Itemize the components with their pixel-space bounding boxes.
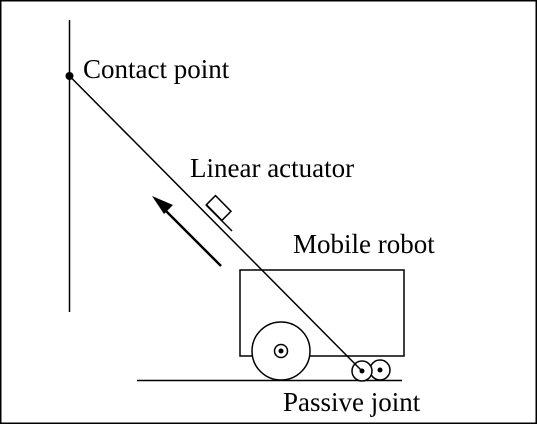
large-wheel: [251, 321, 311, 381]
linear-actuator-label: Linear actuator: [190, 153, 354, 183]
contact-point-label: Contact point: [83, 54, 230, 84]
passive-joint-label: Passive joint: [283, 387, 421, 417]
passive-joint-wheel-rear: [369, 359, 391, 381]
mobile-robot-label: Mobile robot: [293, 229, 435, 259]
contact-point-dot: [65, 72, 74, 80]
actuator-rod-through-sleeve: [205, 204, 233, 232]
direction-arrow: [152, 196, 222, 267]
linear-actuator-rod: [68, 75, 363, 372]
robot-body: [239, 269, 405, 357]
